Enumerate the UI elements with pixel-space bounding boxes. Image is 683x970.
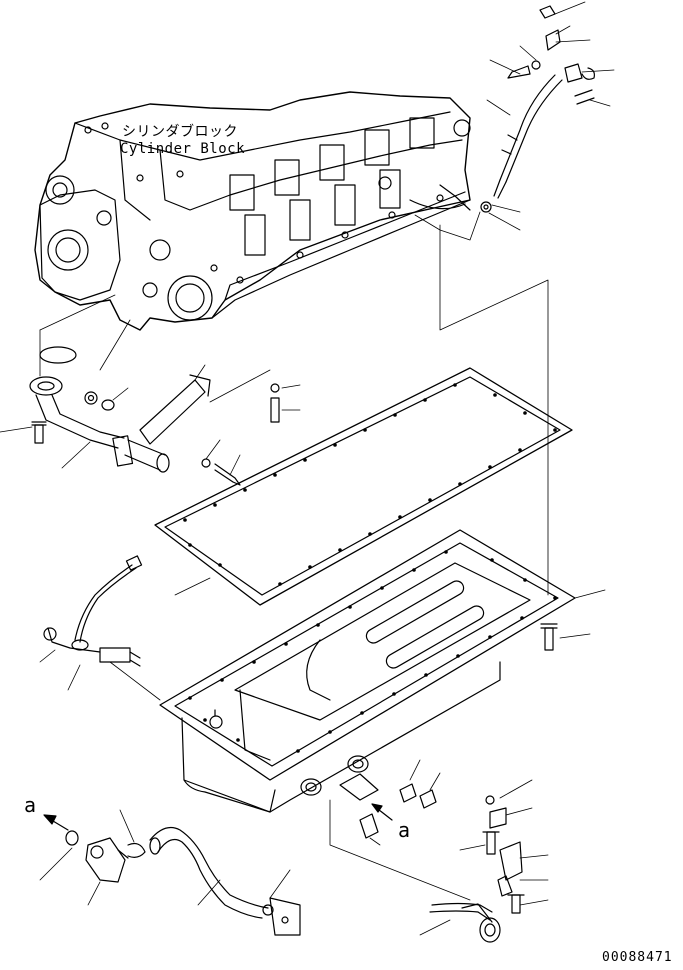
cylinder-block (34, 91, 471, 331)
fill-hose-assembly (39, 779, 549, 943)
sensor-harness (39, 555, 161, 701)
view-a-label-right: a (398, 818, 411, 842)
dipstick-assembly (414, 1, 615, 241)
view-a-label-left: a (24, 793, 37, 817)
pan-bolt (540, 623, 558, 651)
oil-pan-gasket (154, 367, 573, 606)
reference-line (439, 224, 549, 596)
cylinder-block-label-english: Cylinder Block (120, 141, 246, 157)
cylinder-block-label-japanese: シリンダブロック (122, 124, 238, 140)
drawing-code: 00088471 (602, 950, 673, 965)
suction-pipe-assembly (0, 294, 301, 486)
oil-pan (159, 529, 606, 901)
